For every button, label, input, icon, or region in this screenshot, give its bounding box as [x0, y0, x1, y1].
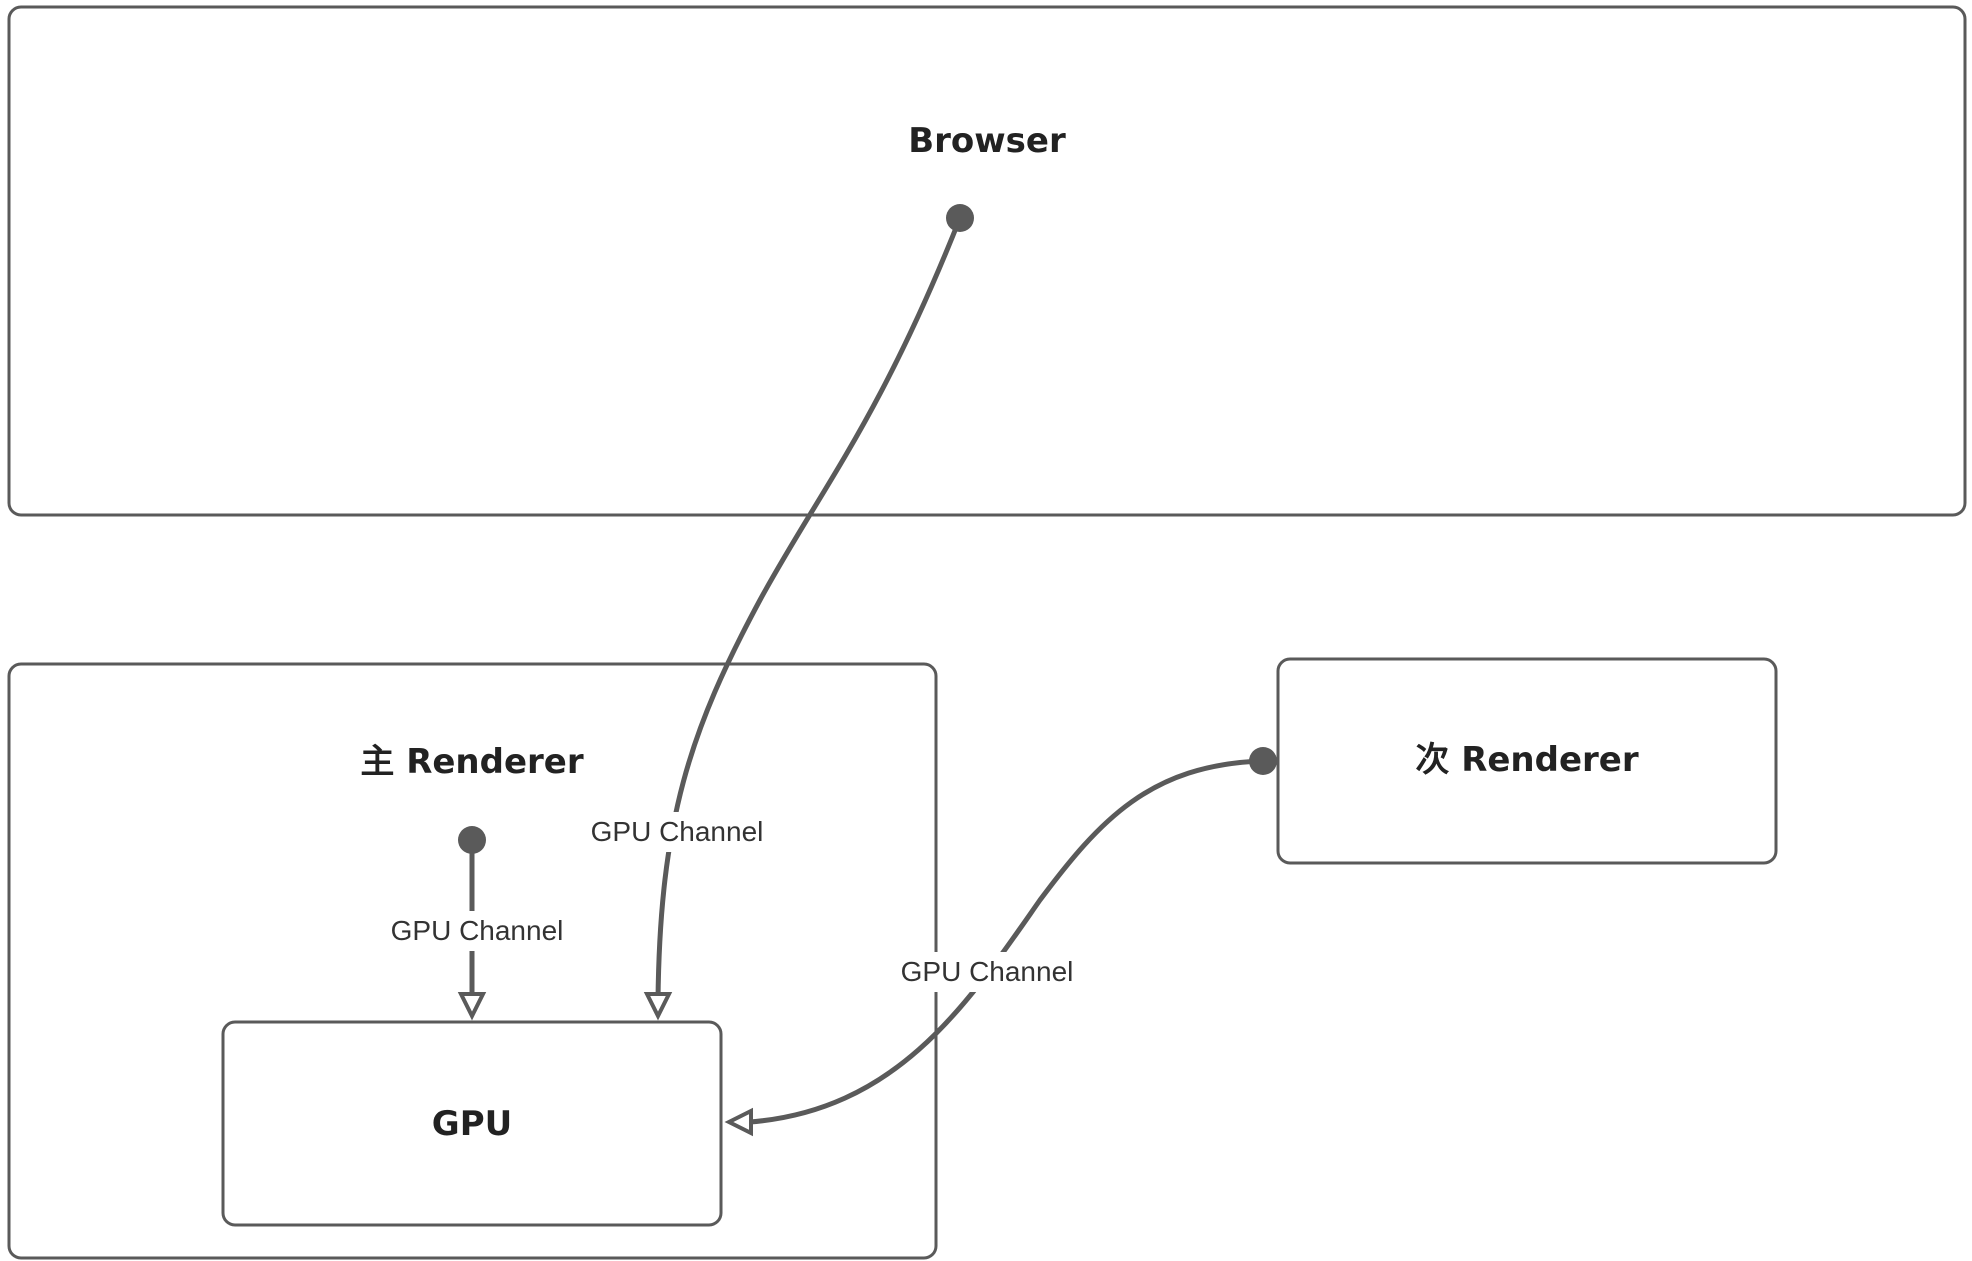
edge-main-renderer-gpu-start-dot — [458, 826, 486, 854]
edge-browser-gpu-arrowhead — [643, 992, 673, 1021]
edge-secondary-renderer-gpu-arrowhead — [724, 1107, 753, 1137]
main-renderer-label: 主 Renderer — [360, 742, 584, 782]
gpu-node[interactable]: GPU — [221, 1020, 723, 1227]
edge-browser-gpu-label: GPU Channel — [591, 816, 764, 847]
secondary-renderer-box — [1276, 657, 1778, 865]
browser-node[interactable]: Browser — [7, 5, 1967, 517]
edge-secondary-renderer-gpu-label: GPU Channel — [901, 956, 1074, 987]
gpu-box — [221, 1020, 723, 1227]
edge-main-renderer-gpu-arrowhead — [457, 992, 487, 1021]
edge-secondary-renderer-gpu-start-dot — [1249, 747, 1277, 775]
edge-main-renderer-to-gpu[interactable]: GPU Channel — [383, 826, 564, 1021]
edge-secondary-renderer-gpu-label-bg — [898, 952, 1076, 992]
edge-browser-to-gpu[interactable]: GPU Channel — [588, 204, 974, 1021]
edge-browser-gpu-label-bg — [588, 812, 766, 852]
edge-secondary-renderer-to-gpu[interactable]: GPU Channel — [724, 747, 1277, 1137]
browser-label: Browser — [908, 121, 1066, 161]
secondary-renderer-label: 次 Renderer — [1415, 740, 1639, 780]
edge-main-renderer-gpu-label: GPU Channel — [391, 915, 564, 946]
edge-main-renderer-gpu-label-bg — [383, 911, 561, 951]
edge-secondary-renderer-gpu-line — [749, 758, 1263, 1125]
edge-browser-gpu-start-dot — [946, 204, 974, 232]
secondary-renderer-node[interactable]: 次 Renderer — [1276, 657, 1778, 865]
gpu-label: GPU — [432, 1104, 512, 1144]
browser-box — [7, 5, 1967, 517]
